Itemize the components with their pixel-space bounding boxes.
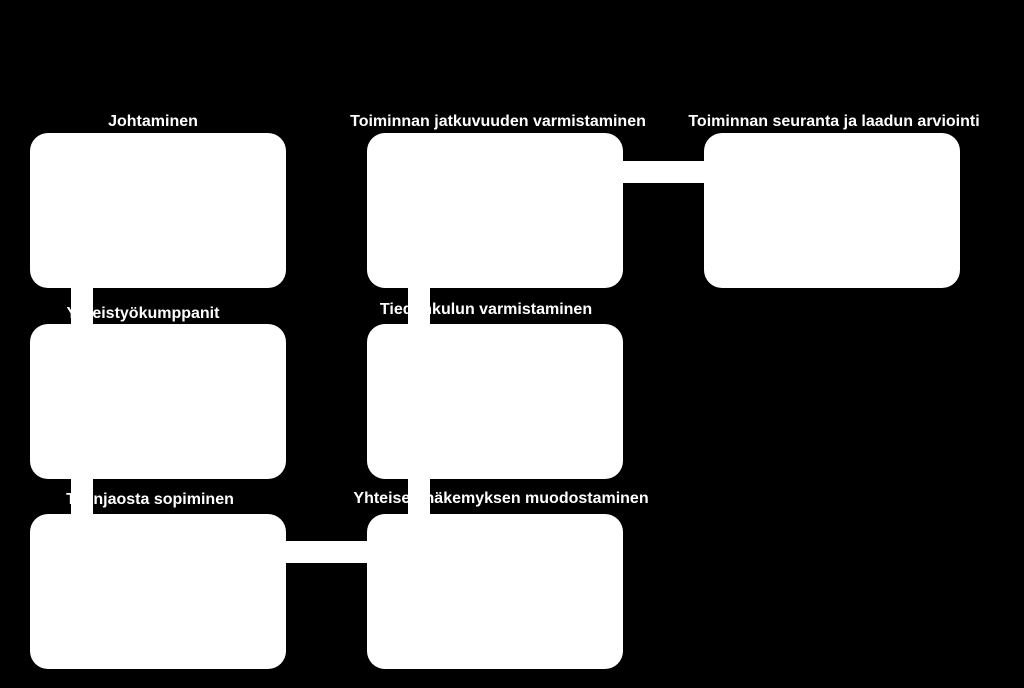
node-label-yhteistyokumppanit: Yhteistyökumppanit <box>66 305 220 322</box>
node-box-toiminnan-seuranta <box>704 133 960 288</box>
connector-yhteistyokumppanit-tyonjako <box>71 478 93 515</box>
node-box-tyonjako <box>30 514 286 669</box>
node-label-yhteinen-nakemys: Yhteisen näkemyksen muodostaminen <box>353 490 649 507</box>
node-box-yhteistyokumppanit <box>30 324 286 479</box>
connector-jatkuvuus-seuranta <box>623 161 704 183</box>
node-box-johtaminen <box>30 133 286 288</box>
node-box-yhteinen-nakemys <box>367 514 623 669</box>
connector-tiedonkulku-toiminnan-jatkuvuus <box>408 288 430 325</box>
node-box-toiminnan-jatkuvuus <box>367 133 623 288</box>
connector-johtaminen-yhteistyokumppanit <box>71 288 93 325</box>
connector-yhteinen-nakemys-tiedonkulku <box>408 478 430 515</box>
connector-tyonjako-yhteinen-nakemys <box>286 541 367 563</box>
node-box-tiedonkulku <box>367 324 623 479</box>
node-label-tiedonkulku: Tiedonkulun varmistaminen <box>379 301 593 318</box>
node-label-toiminnan-seuranta: Toiminnan seuranta ja laadun arviointi <box>688 113 980 130</box>
node-label-johtaminen: Johtaminen <box>108 113 198 130</box>
node-label-tyonjako: Työnjaosta sopiminen <box>66 491 234 508</box>
node-label-toiminnan-jatkuvuus: Toiminnan jatkuvuuden varmistaminen <box>350 113 646 130</box>
